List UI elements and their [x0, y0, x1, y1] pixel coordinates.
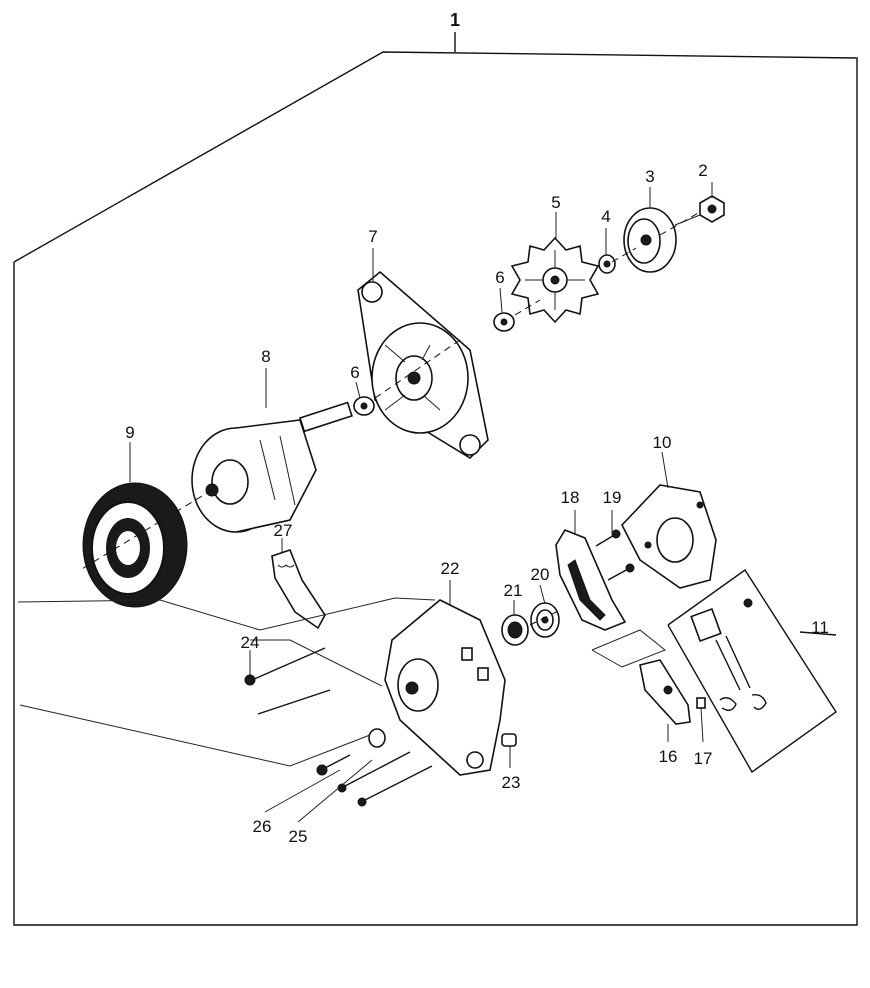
- part-front-housing: [357, 270, 489, 460]
- label-19: 19: [603, 488, 622, 507]
- label-25: 25: [289, 827, 308, 846]
- label-16: 16: [659, 747, 678, 766]
- part-bearing: [530, 584, 560, 638]
- label-11: 11: [811, 618, 829, 637]
- label-7: 7: [368, 227, 377, 246]
- label-10: 10: [653, 433, 672, 452]
- label-18: 18: [561, 488, 580, 507]
- part-stator: [82, 482, 188, 608]
- part-spacer-4: [598, 254, 616, 274]
- part-bearing-cover: [501, 600, 529, 646]
- label-9: 9: [125, 423, 134, 442]
- part-rotor: [191, 401, 353, 533]
- label-6-lower: 6: [350, 363, 359, 382]
- label-leader-lines: [129, 182, 713, 675]
- part-screws-19: [595, 510, 635, 581]
- part-bushing-23: [501, 733, 517, 768]
- label-24: 24: [241, 633, 260, 652]
- label-8: 8: [261, 347, 270, 366]
- label-23: 23: [502, 773, 521, 792]
- part-spacer-6-lower: [353, 396, 375, 416]
- label-21: 21: [504, 581, 523, 600]
- part-regulator-group: [667, 569, 837, 774]
- part-small-bolt-17: [696, 697, 706, 743]
- part-bolts-25-26: [264, 728, 433, 823]
- label-20: 20: [531, 565, 550, 584]
- label-5: 5: [551, 193, 560, 212]
- part-brush-plate: [639, 659, 691, 742]
- label-22: 22: [441, 559, 460, 578]
- part-fan: [510, 236, 600, 324]
- part-nut: [674, 195, 725, 226]
- label-3: 3: [645, 167, 654, 186]
- assembly-guide-lines: [17, 211, 701, 767]
- part-plate: [621, 484, 717, 589]
- label-26: 26: [253, 817, 272, 836]
- label-17: 17: [694, 749, 713, 768]
- part-pulley: [623, 207, 677, 273]
- part-rectifier: [555, 510, 627, 631]
- part-spacer-6-upper: [493, 312, 515, 332]
- label-4: 4: [601, 207, 610, 226]
- part-brush-strip: [271, 549, 326, 630]
- label-2: 2: [698, 161, 707, 180]
- label-27: 27: [274, 521, 293, 540]
- part-through-bolt: [244, 647, 331, 715]
- part-rear-housing: [384, 580, 506, 776]
- assembly-frame: [13, 32, 858, 926]
- label-1: 1: [450, 10, 460, 30]
- label-6-upper: 6: [495, 268, 504, 287]
- part-labels: 1 2 3 4 5 6 6 7 8 9 10 11 16 17 18 19 20…: [125, 10, 829, 846]
